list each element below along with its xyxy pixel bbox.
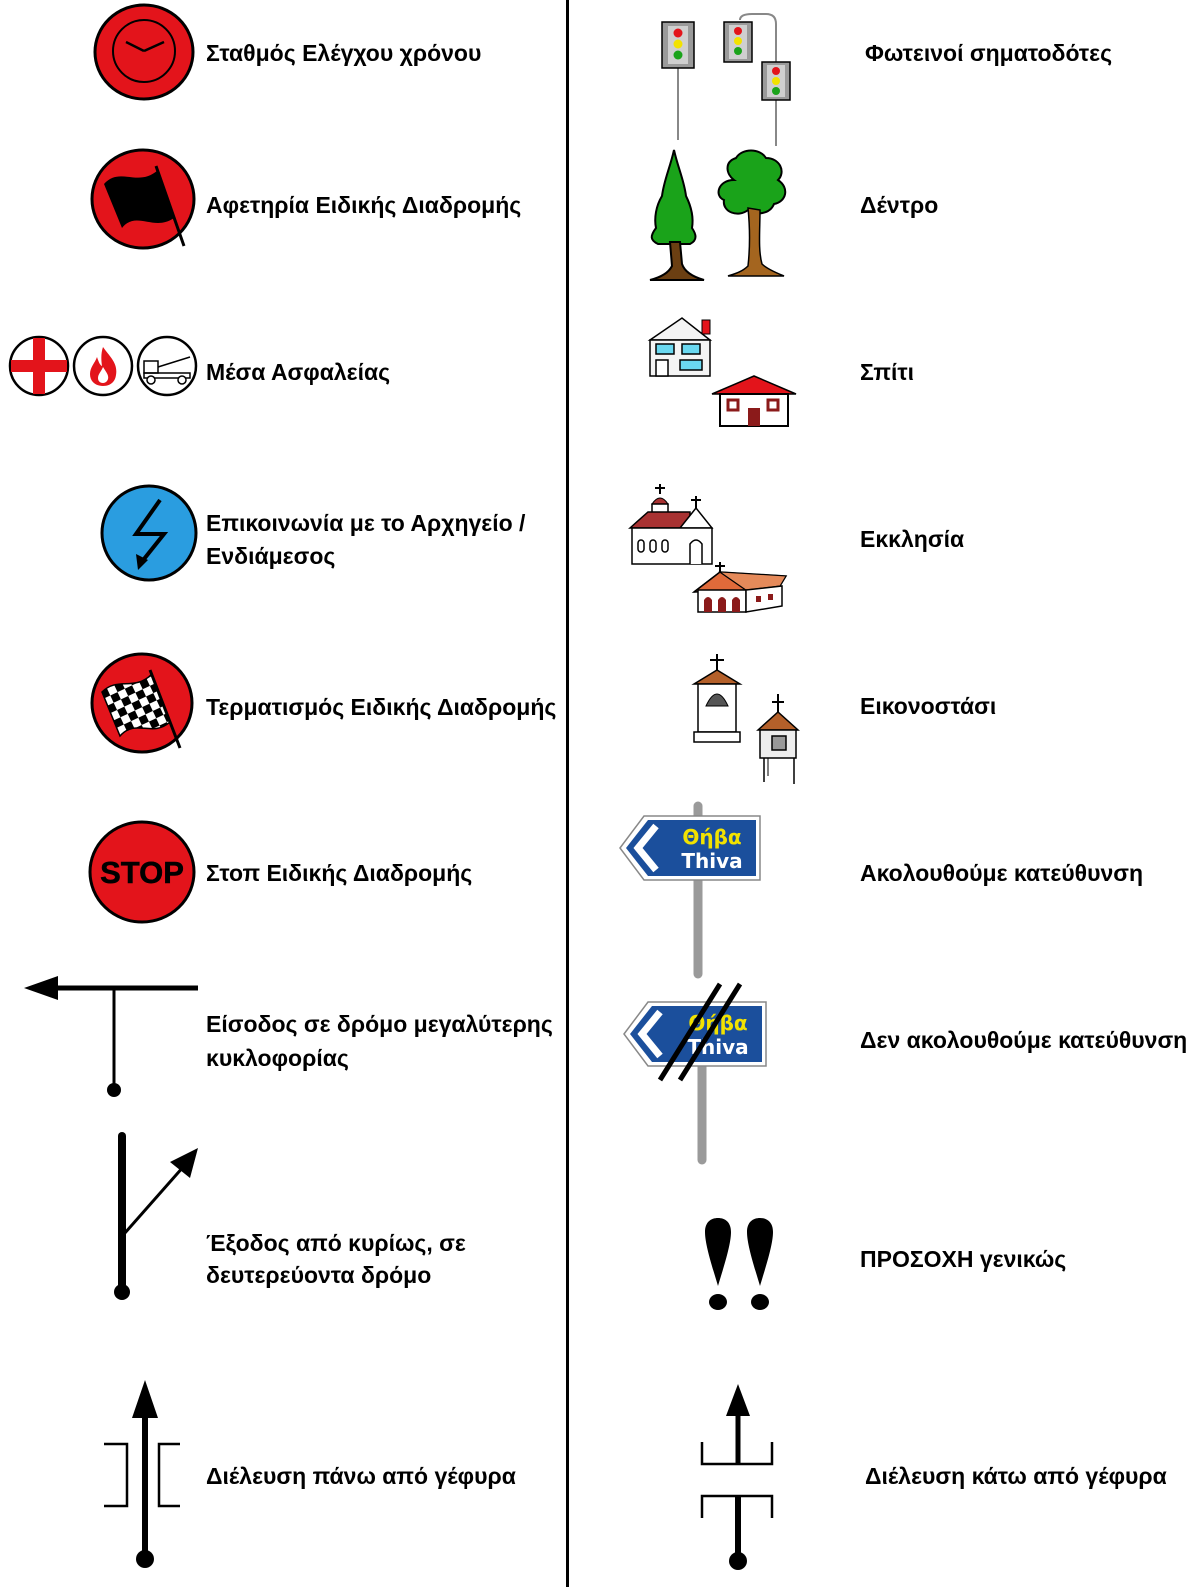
exit-secondary-label-line1: Έξοδος από κυρίως, σε [206, 1230, 466, 1256]
crossed-direction-sign-icon: Θήβα Thiva [622, 980, 772, 1166]
house-icon [644, 314, 798, 432]
special-stage-finish-label: Τερματισμός Ειδικής Διαδρομής [206, 694, 557, 720]
church-label: Εκκλησία [860, 526, 965, 552]
traffic-lights-icon [656, 12, 796, 152]
major-road-entry-label-line1: Είσοδος σε δρόμο μεγαλύτερης [206, 1011, 553, 1037]
under-bridge-label: Διέλευση κάτω από γέφυρα [865, 1463, 1167, 1489]
stop-sign-text: STOP [100, 855, 184, 890]
follow-direction-label: Ακολουθούμε κατεύθυνση [860, 860, 1144, 886]
time-control-icon [93, 3, 195, 101]
not-follow-direction-label: Δεν ακολουθούμε κατεύθυνση [860, 1027, 1188, 1053]
exit-secondary-label-line2: δευτερεύοντα δρόμο [206, 1262, 432, 1288]
shrine-label: Εικονοστάσι [860, 693, 997, 719]
special-stage-stop-label: Στοπ Ειδικής Διαδρομής [206, 860, 473, 886]
major-road-entry-icon [22, 974, 202, 1100]
safety-means-label: Μέσα Ασφαλείας [206, 359, 391, 385]
finish-flag-icon [90, 652, 194, 754]
stop-sign-icon: STOP [88, 820, 196, 924]
communication-label-line2: Ενδιάμεσος [206, 543, 336, 569]
over-bridge-icon [100, 1378, 184, 1574]
first-aid-icon [8, 335, 70, 397]
tow-truck-icon [136, 335, 198, 397]
special-stage-start-label: Αφετηρία Ειδικής Διαδρομής [206, 192, 522, 218]
caution-general-label: ΠΡΟΣΟΧΗ γενικώς [860, 1246, 1067, 1272]
shrine-icon [690, 654, 802, 786]
traffic-lights-label: Φωτεινοί σηματοδότες [865, 40, 1113, 66]
time-control-label: Σταθμός Ελέγχου χρόνου [206, 40, 482, 66]
column-divider [566, 0, 569, 1587]
fire-icon [72, 335, 134, 397]
direction-sign-icon: Θήβα Thiva [618, 801, 768, 980]
sign-greek-text: Θήβα [682, 825, 741, 849]
exit-secondary-road-icon [108, 1132, 204, 1304]
tree-icon [644, 148, 800, 286]
sign-latin-text: Thiva [681, 849, 742, 873]
start-flag-icon [90, 148, 196, 250]
over-bridge-label: Διέλευση πάνω από γέφυρα [206, 1463, 516, 1489]
under-bridge-icon [698, 1380, 776, 1576]
house-label: Σπίτι [860, 359, 915, 385]
tree-label: Δέντρο [860, 192, 939, 218]
communication-icon [100, 484, 198, 582]
church-icon [628, 482, 792, 614]
communication-label-line1: Επικοινωνία με το Αρχηγείο / [206, 510, 526, 536]
major-road-entry-label-line2: κυκλοφορίας [206, 1045, 349, 1071]
double-exclamation-icon [702, 1216, 776, 1312]
